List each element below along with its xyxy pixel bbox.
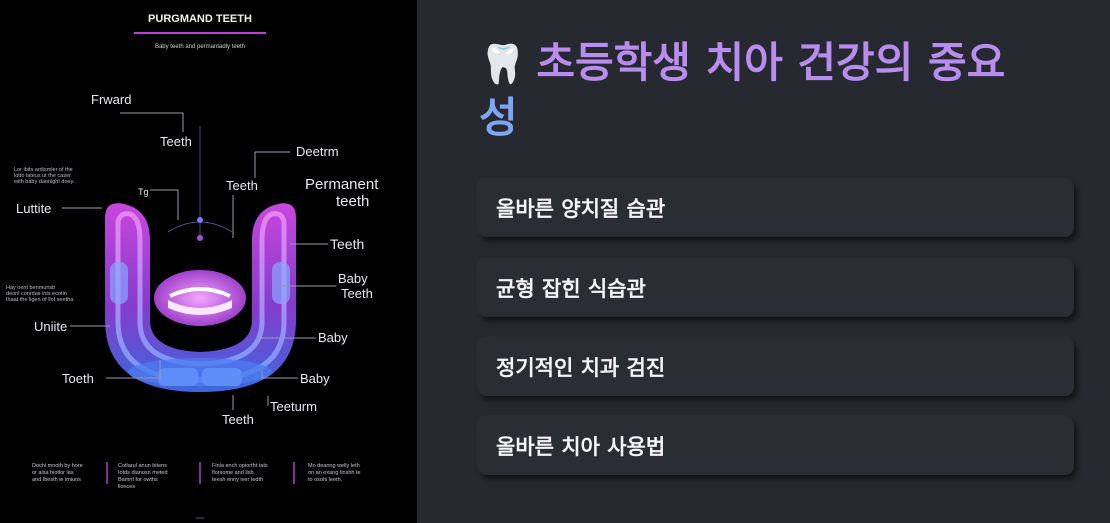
label-deetrm: Deetrm: [296, 144, 339, 159]
notes-group: Lor ibits ardismler of the lotto iateus …: [6, 167, 75, 303]
center-dot: [197, 217, 203, 223]
footer-col4-line3: to osohi leeth.: [308, 477, 343, 483]
note-top-line-2: lotto iateus ut the caser: [14, 173, 71, 179]
label-teeth-top: Teeth: [160, 134, 192, 149]
footer-col3-line3: teesh enny iver tedth: [212, 477, 263, 483]
page-title-tail: 성: [479, 93, 518, 142]
label-luttite: Luttite: [16, 201, 51, 216]
label-teeturm: Teeturm: [270, 399, 317, 414]
card-label: 균형 잡힌 식습관: [496, 277, 646, 301]
card-label: 올바른 양치질 습관: [496, 197, 666, 221]
note-mid-line-3: Ihaat the ligen of llot seetha: [6, 297, 74, 303]
footer-col4-line2: on an exang Iinshh te: [308, 470, 361, 476]
label-permanent: Permanent: [305, 176, 379, 193]
note-mid-line-1: Hay oent benmurisb: [6, 285, 55, 291]
footer-col4-line1: Mo deanng welly leth: [308, 463, 360, 469]
card-label: 정기적인 치과 검진: [496, 356, 666, 380]
mouth-teeth: [168, 300, 232, 315]
card-regular-checkup[interactable]: 정기적인 치과 검진: [478, 338, 1074, 396]
infographic-title: PURGMAND TEETH: [148, 13, 252, 25]
label-teeth-right: Teeth: [330, 236, 364, 252]
card-balanced-diet[interactable]: 균형 잡힌 식습관: [478, 259, 1074, 317]
bottom-tooth-right: [202, 368, 242, 386]
left-molar: [110, 262, 128, 304]
label-frward: Frward: [91, 92, 131, 107]
label-toeth: Toeth: [62, 371, 94, 386]
footer-col2-line2: Iotds dianosn meted: [118, 470, 168, 476]
footer-col1-line1: Dochi mooth by hore: [32, 463, 83, 469]
infographic-svg: PURGMAND TEETH Baby teeth and permantadl…: [6, 13, 379, 519]
footer-col2-line4: llonces: [118, 484, 135, 490]
bottom-tooth-left: [158, 368, 198, 386]
mouth: [154, 270, 246, 326]
label-group: Frward Teeth Deetrm Teeth Permanent teet…: [16, 92, 379, 427]
label-tg: Tg: [138, 187, 149, 197]
infographic-subtitle: Baby teeth and permantadly teeth: [155, 44, 245, 50]
label-unite: Uniite: [34, 319, 67, 334]
footer-notes: Dochi mooth by hore or alsa hiotlor las …: [32, 463, 361, 490]
dental-arch: [105, 203, 296, 392]
footer-col3-line1: Finla ench opiortht tats: [212, 463, 268, 469]
center-dot-2: [197, 235, 203, 241]
footer-col2-line3: Bamnt for owths: [118, 477, 158, 483]
label-baby-1: Baby: [318, 330, 348, 345]
leader-lines: [62, 112, 336, 410]
label-baby-2: Baby: [300, 371, 330, 386]
card-proper-tooth-use[interactable]: 올바른 치아 사용법: [478, 417, 1074, 475]
footer-dividers: [106, 462, 295, 484]
label-teeth-mid: Teeth: [226, 178, 258, 193]
right-molar: [272, 262, 290, 304]
footer-col3-line2: fiorsome and lisb: [212, 470, 254, 476]
label-permanent-teeth: teeth: [336, 193, 369, 210]
arch-glow: [128, 358, 272, 386]
footer-col2-line1: Cotlarul anun bitens: [118, 463, 167, 469]
teeth-infographic: PURGMAND TEETH Baby teeth and permantadl…: [0, 0, 417, 523]
footer-col1-line2: or alsa hiotlor las: [32, 470, 74, 476]
note-mid-line-2: deonl conrdas ints ecotin: [6, 291, 67, 297]
note-top-line-3: with baby daonight doey.: [13, 179, 75, 185]
page-title-main: 초등학생 치아 건강의 중요: [536, 38, 1006, 87]
tooth-icon: 🦷: [479, 42, 527, 86]
footer-col1-line3: and Ibesth ie imiuns: [32, 477, 81, 483]
upper-teeth-row: [169, 287, 231, 298]
label-baby-teeth-1: Baby: [338, 271, 368, 286]
card-label: 올바른 치아 사용법: [496, 435, 666, 459]
label-baby-teeth-2: Teeth: [341, 286, 373, 301]
label-teeth-bottom: Teeth: [222, 412, 254, 427]
note-top-line-1: Lor ibits ardismler of the: [14, 167, 73, 173]
card-brushing-habit[interactable]: 올바른 양치질 습관: [478, 179, 1074, 237]
